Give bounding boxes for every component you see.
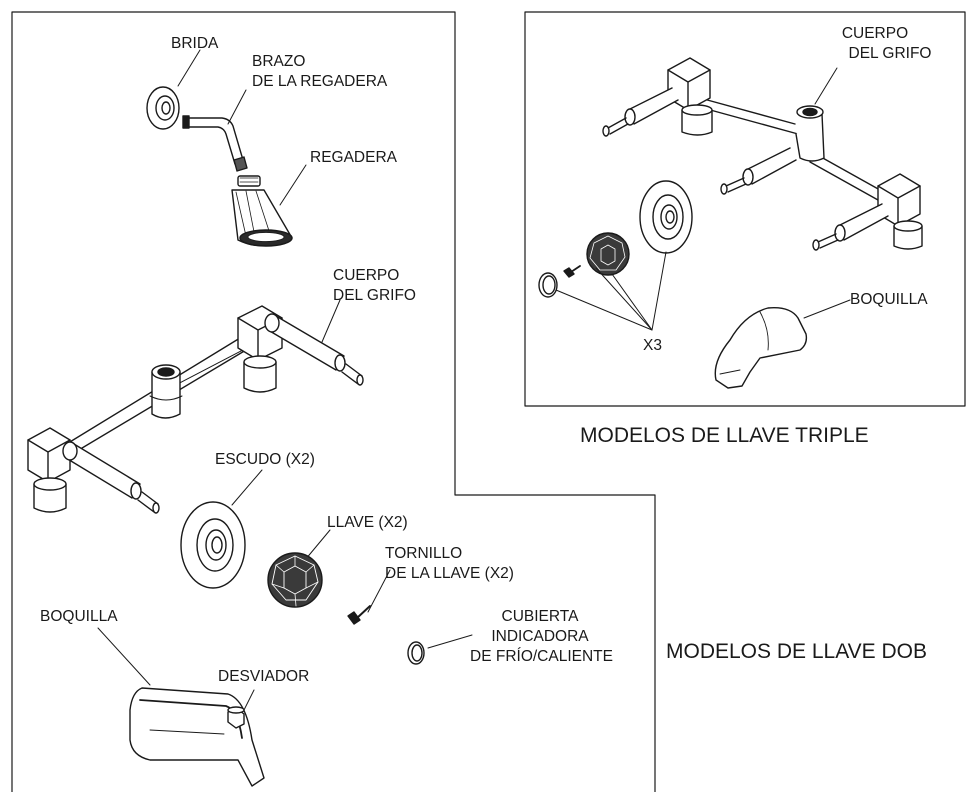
- label-brazo-line2: DE LA REGADERA: [252, 73, 388, 90]
- label-brida: BRIDA: [171, 35, 219, 52]
- label-cuerpo-line2: DEL GRIFO: [333, 287, 416, 304]
- handle-triple-part: [586, 232, 630, 276]
- label-boquilla-double: BOQUILLA: [40, 608, 118, 625]
- label-llave: LLAVE (X2): [327, 514, 408, 531]
- escutcheon-escudo-part: [180, 501, 246, 589]
- label-desviador: DESVIADOR: [218, 668, 310, 685]
- indicator-cap-triple-part: [538, 272, 558, 298]
- triple-panel-border: [524, 11, 966, 407]
- label-tornillo-line2: DE LA LLAVE (X2): [385, 565, 514, 582]
- label-boquilla-triple: BOQUILLA: [850, 291, 928, 308]
- caption-triple-models: MODELOS DE LLAVE TRIPLE: [580, 424, 869, 447]
- escutcheon-triple-part: [639, 180, 693, 254]
- shower-head-regadera-part: [231, 175, 293, 247]
- label-cuerpo-triple-line1: CUERPO: [841, 25, 909, 42]
- label-cubierta-line1: CUBIERTA: [501, 608, 579, 625]
- label-tornillo-line1: TORNILLO: [385, 545, 463, 562]
- flange-brida-part: [146, 86, 180, 130]
- valve-body-double-part: [27, 305, 364, 514]
- handle-llave-part: [267, 552, 323, 608]
- double-panel-border: [11, 11, 656, 792]
- label-x3: X3: [643, 337, 662, 354]
- leader-lines-triple: [555, 67, 851, 331]
- label-regadera: REGADERA: [310, 149, 397, 166]
- label-cubierta-line2: INDICADORA: [491, 628, 589, 645]
- screw-triple-part: [563, 265, 581, 278]
- caption-double-models: MODELOS DE LLAVE DOB: [666, 640, 928, 663]
- spout-triple-part: [714, 307, 808, 389]
- screw-tornillo-part: [347, 605, 371, 625]
- label-cuerpo-triple-line2: DEL GRIFO: [848, 45, 932, 62]
- label-escudo: ESCUDO (X2): [215, 451, 315, 468]
- valve-body-triple-part: [602, 57, 923, 251]
- label-cuerpo-line1: CUERPO: [333, 267, 400, 284]
- spout-double-part: [129, 687, 265, 787]
- indicator-cap-cubierta-part: [407, 641, 425, 665]
- shower-arm-brazo-part: [182, 115, 248, 172]
- label-cubierta-line3: DE FRÍO/CALIENTE: [470, 648, 613, 665]
- label-brazo-line1: BRAZO: [252, 53, 306, 70]
